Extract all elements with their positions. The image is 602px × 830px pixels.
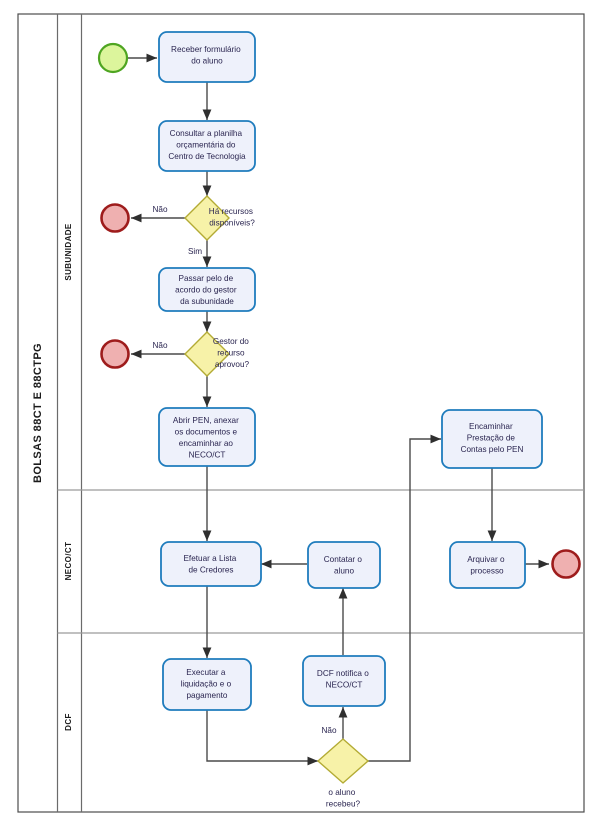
task-executar-line-1: liquidação e o [181,680,232,689]
start-event[interactable] [97,42,129,74]
task-executar-line-2: pagamento [187,691,228,700]
end-event-sem-recursos[interactable] [100,203,130,233]
pool-label-text: BOLSAS 88CT E 88CTPG [32,343,44,483]
lane-label-dcf-text: DCF [64,713,73,731]
svg-text:DCF notifica o NECO/CT: DCF notifica o NECO/CT [317,669,371,690]
task-arquivar-line-0: Arquivar o [467,555,505,564]
flow-labels: Não Sim Não Não [152,205,336,735]
task-abrirpen-line-2: encaminhar ao [179,439,234,448]
lane-label-subunidade-text: SUBUNIDADE [64,223,73,281]
svg-text:Encaminhar Prestação d: Encaminhar Prestação de Contas pelo PEN [461,422,524,454]
gateway-aluno-recebeu[interactable]: o aluno recebeu? [316,738,370,809]
task-passar-line-0: Passar pelo de [179,274,234,283]
svg-text:Arquivar o processo: Arquivar o processo [467,555,507,576]
task-consultar-planilha[interactable]: Consultar a planilha orçamentária do Cen… [158,120,256,172]
svg-text:Gestor do recurso: Gestor do recurso aprovou? [213,337,251,369]
pool-label: BOLSAS 88CT E 88CTPG [32,343,44,483]
end-event-nao-aprovado[interactable] [100,339,130,369]
task-dcfnotifica-line-0: DCF notifica o [317,669,369,678]
lane-label-neco: NECO/CT [64,542,73,581]
lane-label-subunidade: SUBUNIDADE [64,223,73,281]
task-passar-acordo-gestor[interactable]: Passar pelo de acordo do gestor da subun… [158,267,256,312]
task-passar-line-2: da subunidade [180,297,234,306]
task-receber-line-0: Receber formulário [171,45,241,54]
task-receber-formulario[interactable]: Receber formulário do aluno [158,31,256,83]
svg-text:Passar pelo de acordo: Passar pelo de acordo do gestor da subun… [175,274,239,306]
task-efetuarlista-line-1: de Credores [188,566,233,575]
task-efetuarlista-line-0: Efetuar a Lista [183,554,236,563]
svg-text:Contatar o aluno: Contatar o aluno [324,555,365,576]
task-encaminhar-line-2: Contas pelo PEN [461,445,524,454]
task-efetuar-lista-credores[interactable]: Efetuar a Lista de Credores [160,541,262,587]
task-receber-line-1: do aluno [191,57,223,66]
task-arquivar-line-1: processo [470,567,504,576]
task-contatar-line-0: Contatar o [324,555,363,564]
task-executar-liquidacao[interactable]: Executar a liquidação e o pagamento [162,658,252,711]
svg-text:Consultar a planilha o: Consultar a planilha orçamentária do Cen… [168,129,246,161]
flow-label-sim-recursos: Sim [188,247,202,256]
flow-gateway3-sim-to-encaminhar [368,434,442,762]
gateway-gestoraprovou-line-2: aprovou? [215,360,250,369]
task-encaminhar-line-0: Encaminhar [469,422,513,431]
lane-label-dcf: DCF [64,713,73,731]
svg-text:Abrir PEN, anexar os d: Abrir PEN, anexar os documentos e encami… [173,416,241,460]
task-passar-line-1: acordo do gestor [175,286,237,295]
svg-text:Receber formulário do: Receber formulário do aluno [171,45,243,66]
task-encaminhar-line-1: Prestação de [467,434,516,443]
flow-label-nao-recebeu: Não [321,726,336,735]
task-contatar-line-1: aluno [334,567,354,576]
gateway-alunorecebeu-line-0: o aluno [328,788,355,797]
gateway-alunorecebeu-line-1: recebeu? [326,800,361,809]
task-contatar-aluno[interactable]: Contatar o aluno [307,541,381,589]
gateway-gestoraprovou-line-1: recurso [217,349,245,358]
task-dcf-notifica[interactable]: DCF notifica o NECO/CT [302,655,386,707]
task-abrir-pen[interactable]: Abrir PEN, anexar os documentos e encami… [158,407,256,467]
gateway-gestoraprovou-line-0: Gestor do [213,337,249,346]
flow-executar-to-gateway3 [206,710,319,766]
svg-text:o aluno recebeu?: o aluno recebeu? [326,788,361,809]
svg-text:Executar a liquidação: Executar a liquidação e o pagamento [181,668,234,700]
pool-frame [17,13,585,813]
lane-label-neco-text: NECO/CT [64,542,73,581]
end-event-arquivado[interactable] [551,549,581,579]
gateway-ha-recursos[interactable]: Há recursos disponíveis? [184,195,255,241]
svg-text:Há recursos disponívei: Há recursos disponíveis? [209,207,255,228]
task-consultar-line-0: Consultar a planilha [170,129,243,138]
sequence-flows [128,53,550,766]
task-arquivar-processo[interactable]: Arquivar o processo [449,541,526,589]
task-abrirpen-line-0: Abrir PEN, anexar [173,416,239,425]
gateway-harecursos-line-1: disponíveis? [209,219,255,228]
task-executar-line-0: Executar a [186,668,226,677]
gateway-harecursos-line-0: Há recursos [209,207,253,216]
flow-label-nao-aprovou: Não [152,341,167,350]
task-encaminhar-prestacao-contas[interactable]: Encaminhar Prestação de Contas pelo PEN [441,409,543,469]
gateway-gestor-aprovou[interactable]: Gestor do recurso aprovou? [184,331,251,377]
task-dcfnotifica-line-1: NECO/CT [326,681,363,690]
task-consultar-line-2: Centro de Tecnologia [168,152,246,161]
flow-label-nao-recursos: Não [152,205,167,214]
svg-text:Efetuar a Lista de Cre: Efetuar a Lista de Credores [183,554,238,575]
task-abrirpen-line-1: os documentos e [175,428,238,437]
task-consultar-line-1: orçamentária do [176,141,236,150]
task-abrirpen-line-3: NECO/CT [189,451,226,460]
